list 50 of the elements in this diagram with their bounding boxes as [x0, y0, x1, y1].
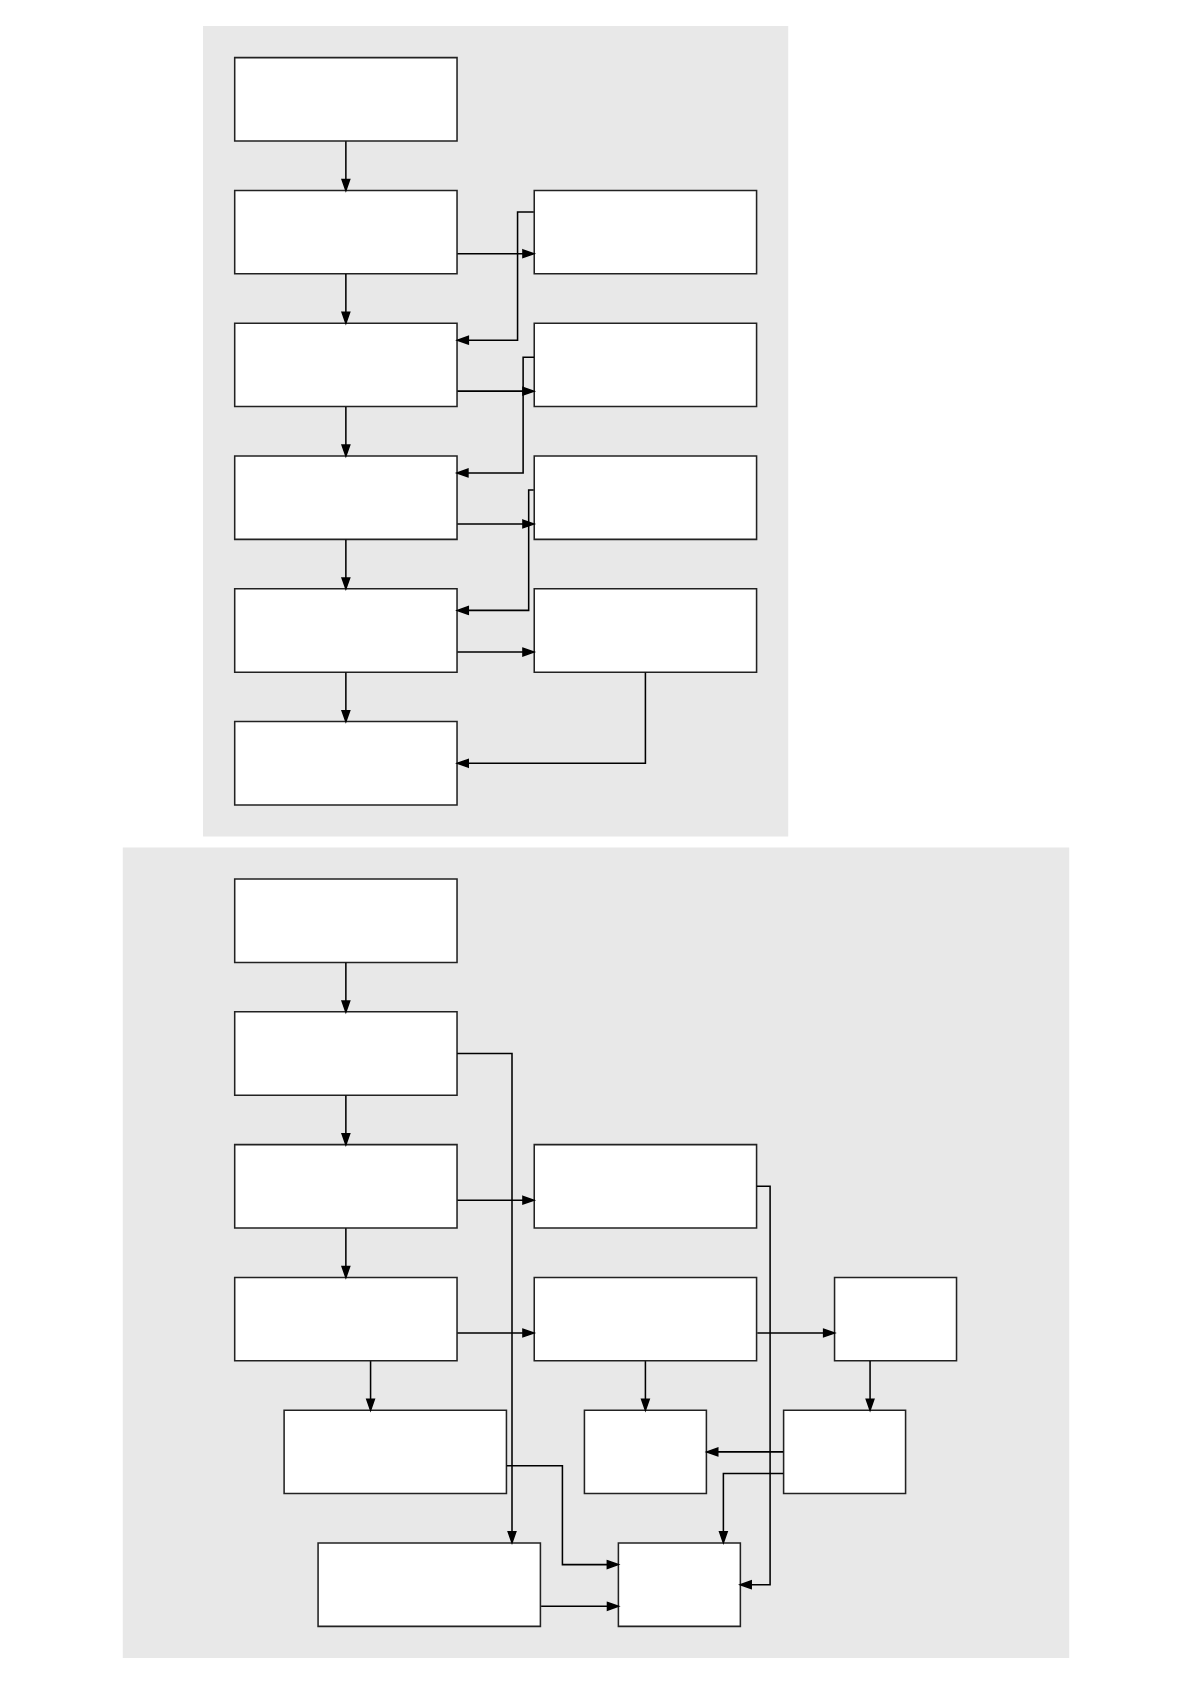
node-box — [233, 878, 458, 964]
node-box — [316, 1542, 541, 1628]
arrow — [640, 1360, 650, 1413]
arrow — [456, 1328, 536, 1338]
arrow — [456, 519, 536, 529]
arrow — [340, 962, 351, 1015]
arrow — [340, 273, 351, 326]
arrow — [454, 671, 646, 769]
arrow — [456, 647, 536, 657]
arrow — [340, 406, 351, 459]
node-box — [233, 455, 458, 541]
arrow — [340, 1094, 351, 1147]
arrow — [365, 1360, 375, 1413]
node-box — [532, 588, 757, 673]
node-box — [233, 322, 458, 408]
arrow — [340, 140, 351, 193]
arrow — [454, 211, 535, 346]
node-box — [233, 1276, 458, 1362]
node-box — [583, 1409, 707, 1495]
cluster — [122, 847, 1069, 1658]
node-box — [532, 1143, 757, 1229]
arrow — [456, 1195, 536, 1206]
arrow — [505, 1465, 620, 1570]
arrow — [704, 1447, 784, 1457]
node-box — [233, 1011, 458, 1096]
node-box — [233, 56, 458, 142]
node-box — [233, 1143, 458, 1229]
node-box — [282, 1409, 507, 1495]
node-box — [233, 720, 458, 806]
arrow — [340, 671, 351, 724]
arrow — [340, 538, 351, 592]
node-box — [532, 189, 757, 275]
arrow — [756, 1328, 837, 1338]
node-box — [617, 1542, 741, 1628]
node-box — [532, 455, 757, 541]
node-box — [833, 1276, 957, 1362]
arrow — [539, 1601, 621, 1612]
node-box — [233, 189, 458, 275]
arrow — [864, 1360, 875, 1413]
arrow — [456, 248, 536, 259]
node-box — [532, 1276, 757, 1362]
cluster — [202, 26, 788, 837]
arrow — [455, 1052, 517, 1545]
node-box — [782, 1409, 906, 1495]
arrow — [737, 1185, 771, 1590]
node-box — [532, 322, 757, 408]
node-box — [233, 588, 458, 673]
arrow — [718, 1472, 784, 1545]
arrow — [454, 489, 534, 616]
arrow — [340, 1227, 351, 1280]
